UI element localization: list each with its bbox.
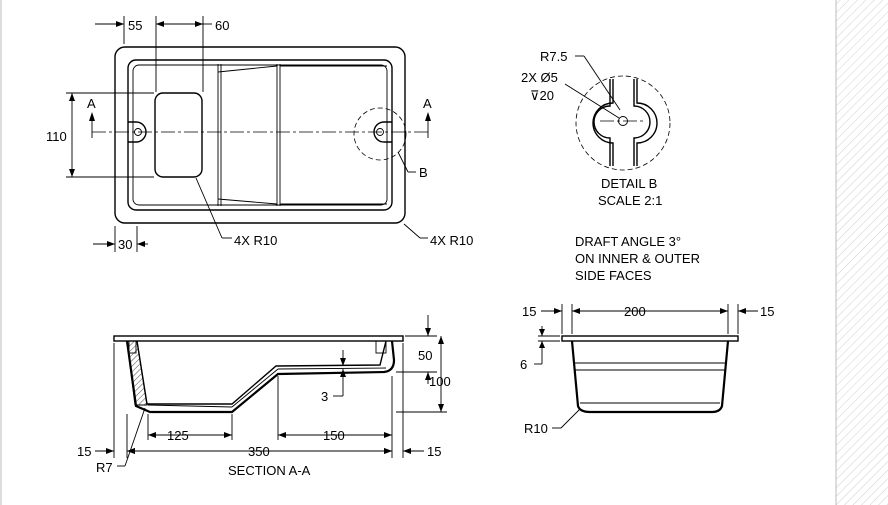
dim-50: 50 — [418, 348, 432, 363]
side-dim-6: 6 — [520, 357, 527, 372]
detail-b-scale: SCALE 2:1 — [598, 193, 662, 208]
detail-b-view: R7.5 2X Ø5 ⊽20 DETAIL B SCALE 2:1 — [521, 49, 671, 208]
note-line-3: SIDE FACES — [575, 268, 652, 283]
side-radius-r10: R10 — [524, 421, 548, 436]
top-view: A A B 55 60 110 30 — [46, 16, 473, 252]
dim-15-left: 15 — [77, 444, 91, 459]
side-dim-15-left: 15 — [522, 304, 536, 319]
dim-15-right: 15 — [427, 444, 441, 459]
hole-spec: 2X Ø5 — [521, 70, 558, 85]
section-aa-view: 50 100 3 125 150 350 — [77, 315, 451, 478]
dim-110: 110 — [46, 129, 67, 144]
detail-b-callout: B — [419, 165, 428, 180]
dim-100: 100 — [429, 374, 451, 389]
draft-angle-note: DRAFT ANGLE 3° ON INNER & OUTER SIDE FAC… — [575, 234, 700, 283]
dim-55: 55 — [128, 18, 142, 33]
note-line-1: DRAFT ANGLE 3° — [575, 234, 681, 249]
dim-30: 30 — [118, 237, 132, 252]
dim-60: 60 — [215, 18, 229, 33]
side-dim-200: 200 — [624, 304, 646, 319]
hole-depth: ⊽20 — [530, 88, 554, 103]
side-dim-15-right: 15 — [760, 304, 774, 319]
section-aa-title: SECTION A-A — [228, 463, 311, 478]
detail-b-title: DETAIL B — [601, 176, 657, 191]
right-margin-hatch — [836, 0, 888, 505]
radius-r7: R7 — [96, 460, 113, 475]
detail-radius: R7.5 — [540, 49, 567, 64]
dim-3: 3 — [321, 389, 328, 404]
radius-inner-label: 4X R10 — [234, 233, 277, 248]
dim-350: 350 — [248, 444, 270, 459]
side-view: 200 15 15 6 R10 — [520, 304, 774, 436]
section-a-right-label: A — [423, 96, 432, 111]
note-line-2: ON INNER & OUTER — [575, 251, 700, 266]
dim-150: 150 — [323, 428, 345, 443]
section-a-left-label: A — [87, 96, 96, 111]
radius-outer-label: 4X R10 — [430, 233, 473, 248]
dim-125: 125 — [167, 428, 189, 443]
